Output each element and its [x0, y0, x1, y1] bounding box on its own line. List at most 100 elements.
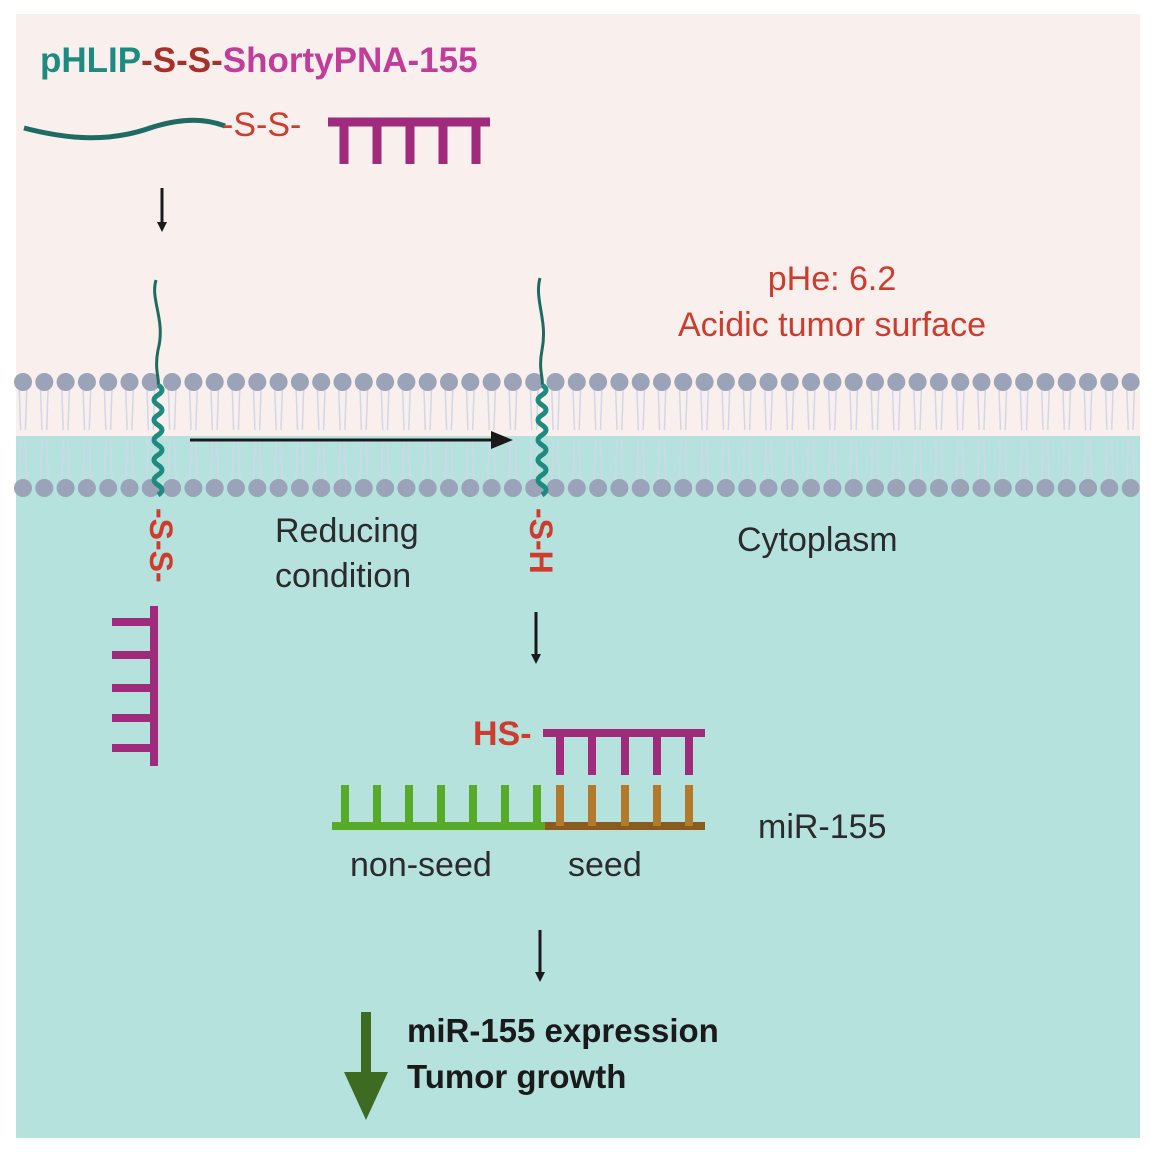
- lipid-head: [503, 373, 522, 391]
- lipid-head: [780, 479, 799, 497]
- lipid-head: [610, 373, 629, 391]
- lipid-head: [163, 373, 182, 391]
- lipid-head: [56, 479, 75, 497]
- thiol-vertical: -S-H: [523, 508, 559, 574]
- phlip-helix-left: [151, 382, 165, 498]
- seed-label: seed: [568, 846, 642, 884]
- construct-title: pHLIP-S-S-ShortyPNA-155: [40, 41, 478, 80]
- lipid-head: [418, 479, 437, 497]
- lipid-head: [120, 479, 139, 497]
- lipid-head: [695, 479, 714, 497]
- lipid-head: [184, 479, 203, 497]
- lipid-head: [35, 373, 54, 391]
- extracellular-region: [16, 14, 1140, 436]
- disulfide-vertical: -S-S-: [143, 508, 179, 583]
- lipid-head: [738, 479, 757, 497]
- lipid-head: [205, 373, 224, 391]
- lipid-head: [1015, 479, 1034, 497]
- lipid-head: [99, 373, 118, 391]
- lipid-head: [312, 479, 331, 497]
- lipid-head: [802, 479, 821, 497]
- lipid-head: [1079, 479, 1097, 497]
- lipid-head: [908, 373, 927, 391]
- lipid-head: [205, 479, 224, 497]
- lipid-head: [482, 479, 501, 497]
- lipid-head: [333, 373, 352, 391]
- phlip-extracellular-right: [537, 277, 545, 386]
- lipid-head: [397, 479, 416, 497]
- lipid-head: [397, 373, 416, 391]
- lipid-head: [14, 373, 32, 391]
- mir-nonseed-strand: [332, 785, 545, 830]
- lipid-head: [1079, 373, 1097, 391]
- lipid-head: [503, 479, 522, 497]
- lipid-head: [823, 479, 842, 497]
- phlip-peptide: [23, 117, 226, 141]
- lipid-head: [248, 373, 267, 391]
- lipid-head: [440, 373, 458, 391]
- lipid-head: [1121, 479, 1140, 497]
- thiol-label: HS-: [473, 715, 532, 753]
- lipid-head: [674, 479, 693, 497]
- lipid-head: [482, 373, 501, 391]
- lipid-head: [35, 479, 54, 497]
- lipid-head: [418, 373, 437, 391]
- shorty-pna: [328, 117, 490, 164]
- lipid-head: [269, 373, 288, 391]
- outcome-mir-expression: miR-155 expression: [407, 1012, 719, 1049]
- decrease-arrow-icon: [344, 1012, 388, 1120]
- released-pna: [543, 729, 705, 775]
- lipid-head: [77, 373, 96, 391]
- lipid-head: [759, 373, 778, 391]
- lipid-head: [567, 479, 586, 497]
- mir-label: miR-155: [758, 808, 886, 846]
- disulfide-linker: -S-S-: [222, 106, 301, 144]
- lipid-head: [695, 373, 714, 391]
- lipid-head: [312, 373, 331, 391]
- lipid-head: [354, 373, 373, 391]
- lipid-head: [163, 479, 182, 497]
- lipid-head: [1015, 373, 1034, 391]
- mir-seed-strand: [545, 785, 705, 830]
- lipid-head: [929, 479, 948, 497]
- lipid-head: [376, 373, 395, 391]
- phlip-helix-right: [535, 382, 549, 498]
- lipid-head: [1121, 373, 1140, 391]
- lipid-head: [440, 479, 458, 497]
- lipid-head: [759, 479, 778, 497]
- lipid-head: [141, 373, 160, 391]
- lipid-head: [631, 373, 650, 391]
- lipid-head: [887, 373, 906, 391]
- lipid-head: [716, 479, 735, 497]
- lipid-head: [248, 479, 267, 497]
- lipid-head: [56, 373, 75, 391]
- lipid-head: [461, 479, 480, 497]
- lipid-head: [589, 479, 608, 497]
- lipid-head: [290, 373, 309, 391]
- ph-label: pHe: 6.2: [768, 260, 897, 298]
- lipid-head: [780, 373, 799, 391]
- lipid-head: [844, 373, 863, 391]
- lipid-head: [716, 373, 735, 391]
- lipid-head: [887, 479, 906, 497]
- reducing-label-2: condition: [275, 557, 411, 595]
- lipid-head: [1036, 373, 1055, 391]
- lipid-head: [333, 479, 352, 497]
- lipid-head: [227, 373, 245, 391]
- lipid-head: [972, 479, 991, 497]
- lipid-head: [14, 479, 32, 497]
- lipid-head: [1100, 479, 1119, 497]
- lipid-head: [866, 373, 884, 391]
- lipid-head: [1036, 479, 1055, 497]
- lipid-bilayer: [14, 373, 1140, 497]
- lipid-head: [120, 373, 139, 391]
- lipid-head: [908, 479, 927, 497]
- phlip-extracellular-left: [153, 279, 162, 386]
- lipid-head: [567, 373, 586, 391]
- lipid-head: [1057, 373, 1076, 391]
- lipid-head: [823, 373, 842, 391]
- cytoplasm-label: Cytoplasm: [737, 521, 898, 559]
- lipid-head: [653, 479, 671, 497]
- lipid-head: [227, 479, 245, 497]
